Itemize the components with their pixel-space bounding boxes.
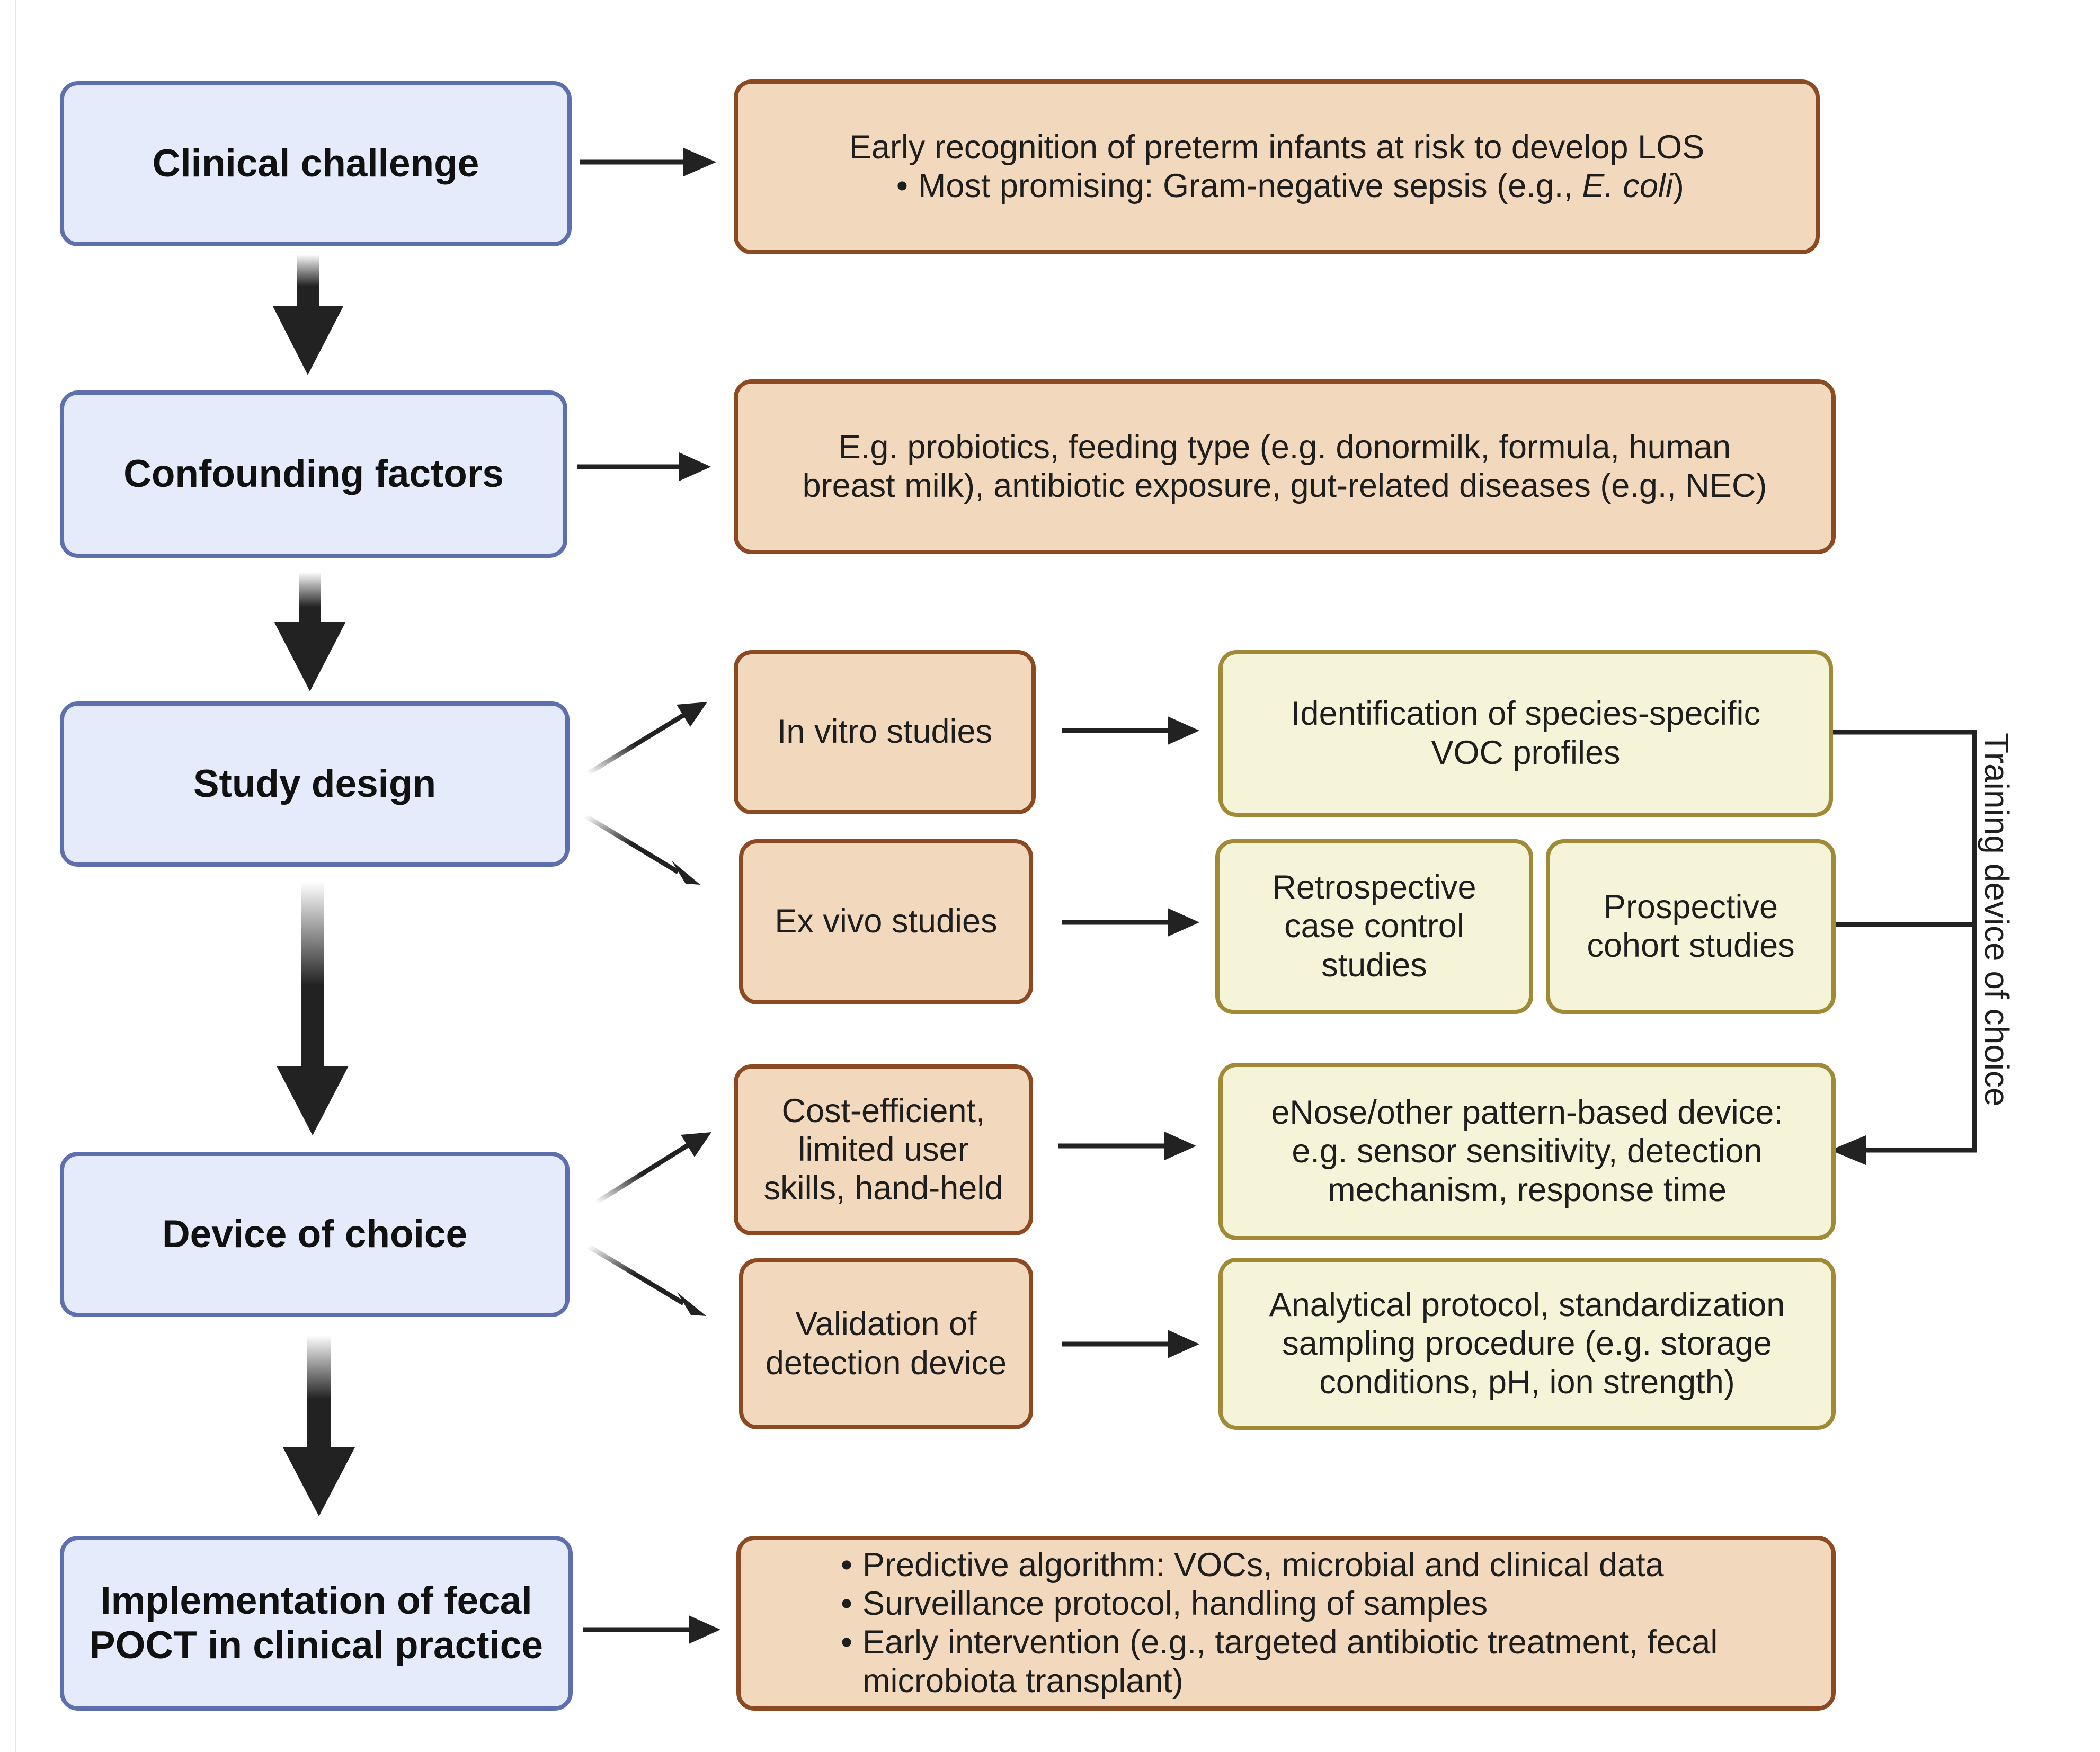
enose-line-3: mechanism, response time — [1328, 1171, 1727, 1209]
voc-profiles-line-2: VOC profiles — [1431, 734, 1621, 771]
analytical-line-1: Analytical protocol, standardization — [1269, 1286, 1785, 1323]
step-device-of-choice: Device of choice — [60, 1152, 570, 1317]
validation-line-2: detection device — [765, 1344, 1007, 1382]
arrow-implementation-detail — [583, 1615, 720, 1644]
validation-box: Validation of detection device — [739, 1258, 1033, 1429]
implementation-bullet-3-cont: microbiota transplant) — [831, 1662, 1718, 1701]
implementation-bullet-2-text: Surveillance protocol, handling of sampl… — [862, 1585, 1488, 1622]
analytical-line-3: conditions, pH, ion strength) — [1319, 1364, 1735, 1401]
ex-vivo-studies: Ex vivo studies — [739, 839, 1033, 1004]
retrospective-box: Retrospective case control studies — [1215, 839, 1533, 1014]
retrospective-line-2: case control — [1284, 908, 1464, 945]
implementation-bullet-1-text: Predictive algorithm: VOCs, microbial an… — [862, 1546, 1664, 1584]
enose-line-1: eNose/other pattern-based device: — [1271, 1093, 1783, 1131]
clinical-challenge-bullet: • Most promising: Gram-negative sepsis (… — [896, 167, 1684, 204]
down-arrow-4 — [283, 1335, 355, 1516]
step-study-design-label: Study design — [193, 762, 437, 806]
step-clinical-challenge-label: Clinical challenge — [152, 142, 479, 185]
in-vitro-label: In vitro studies — [777, 713, 993, 751]
arrow-cost-enose — [1058, 1132, 1196, 1160]
cost-efficient-line-3: skills, hand-held — [763, 1170, 1003, 1207]
step-implementation-line-2: POCT in clinical practice — [89, 1624, 543, 1667]
figure-frame — [15, 0, 2100, 1752]
voc-profiles-box: Identification of species-specific VOC p… — [1218, 650, 1833, 817]
voc-profiles-line-1: Identification of species-specific — [1291, 695, 1760, 733]
retrospective-line-3: studies — [1321, 946, 1427, 984]
step-implementation-line-1: Implementation of fecal — [100, 1579, 532, 1623]
confounding-detail: E.g. probiotics, feeding type (e.g. dono… — [734, 379, 1836, 554]
implementation-bullet-2: •Surveillance protocol, handling of samp… — [831, 1585, 1718, 1623]
bullet-text: Most promising: Gram-negative sepsis (e.… — [918, 167, 1582, 204]
prospective-line-2: cohort studies — [1587, 927, 1795, 964]
enose-line-2: e.g. sensor sensitivity, detection — [1292, 1132, 1763, 1170]
implementation-bullet-3-continuation: microbiota transplant) — [862, 1662, 1184, 1700]
step-clinical-challenge: Clinical challenge — [60, 81, 572, 246]
implementation-bullet-1: •Predictive algorithm: VOCs, microbial a… — [831, 1546, 1718, 1585]
training-device-label: Training device of choice — [1978, 733, 2016, 1107]
diag-arrow-invitro — [586, 702, 707, 776]
ex-vivo-label: Ex vivo studies — [775, 903, 998, 940]
analytical-box: Analytical protocol, standardization sam… — [1218, 1258, 1836, 1430]
down-arrow-1 — [273, 254, 343, 375]
step-confounding-factors-label: Confounding factors — [123, 452, 504, 496]
arrow-challenge-detail — [580, 148, 716, 176]
retrospective-line-1: Retrospective — [1272, 869, 1476, 906]
prospective-line-1: Prospective — [1603, 888, 1778, 926]
in-vitro-studies: In vitro studies — [734, 650, 1036, 814]
arrow-confounding-detail — [577, 452, 711, 481]
clinical-challenge-detail: Early recognition of preterm infants at … — [734, 79, 1820, 254]
analytical-line-2: sampling procedure (e.g. storage — [1282, 1324, 1772, 1362]
confounding-detail-line-2: breast milk), antibiotic exposure, gut-r… — [802, 467, 1767, 504]
validation-line-1: Validation of — [795, 1305, 977, 1343]
diag-arrow-exvivo — [584, 814, 700, 885]
cost-efficient-line-1: Cost-efficient, — [781, 1092, 985, 1130]
down-arrow-3 — [277, 882, 349, 1135]
enose-box: eNose/other pattern-based device: e.g. s… — [1218, 1063, 1836, 1240]
diag-arrow-validation — [586, 1244, 706, 1316]
implementation-bullet-3-text: Early intervention (e.g., targeted antib… — [862, 1624, 1718, 1661]
step-study-design: Study design — [60, 701, 570, 867]
clinical-challenge-line: Early recognition of preterm infants at … — [849, 128, 1705, 166]
implementation-bullet-3: •Early intervention (e.g., targeted anti… — [831, 1623, 1718, 1662]
bullet-italic-species: E. coli — [1582, 167, 1673, 204]
arrow-exvivo-retro — [1062, 908, 1199, 937]
implementation-detail: •Predictive algorithm: VOCs, microbial a… — [736, 1536, 1836, 1711]
training-bracket — [1830, 730, 1977, 1165]
arrow-validation-analytical — [1062, 1330, 1199, 1358]
down-arrow-2 — [274, 572, 345, 691]
prospective-box: Prospective cohort studies — [1546, 839, 1836, 1014]
step-device-of-choice-label: Device of choice — [162, 1213, 468, 1256]
cost-efficient-box: Cost-efficient, limited user skills, han… — [734, 1064, 1033, 1235]
arrow-invitro-voc — [1062, 716, 1199, 745]
bullet-text-end: ) — [1672, 167, 1684, 204]
confounding-detail-line-1: E.g. probiotics, feeding type (e.g. dono… — [838, 428, 1731, 466]
step-confounding-factors: Confounding factors — [60, 390, 567, 558]
diag-arrow-cost — [594, 1132, 711, 1205]
cost-efficient-line-2: limited user — [798, 1131, 969, 1168]
step-implementation: Implementation of fecal POCT in clinical… — [60, 1536, 573, 1711]
